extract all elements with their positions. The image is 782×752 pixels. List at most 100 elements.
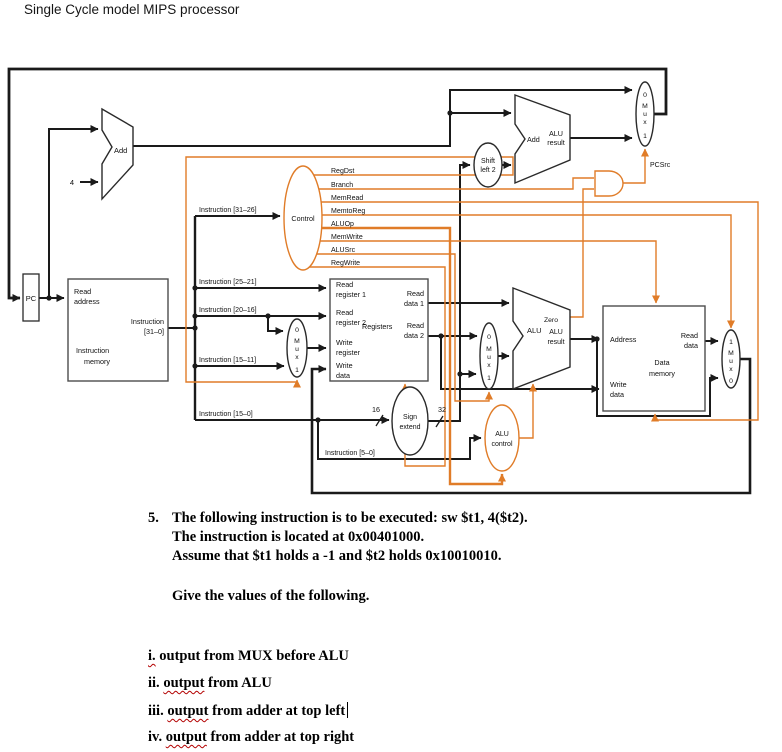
item-i-numeral: i. (148, 648, 156, 664)
mux-alusrc-m: M (486, 346, 492, 353)
sign-l2: extend (399, 424, 420, 431)
item-ii-word: output (163, 675, 205, 691)
mux-memtoreg-0: 0 (729, 378, 733, 385)
label-instr-15-11: Instruction [15–11] (199, 357, 256, 364)
dm-name-a: Data (654, 358, 669, 367)
junction-dots (46, 110, 600, 423)
question-line3: Assume that $t1 holds a -1 and $t2 holds… (172, 548, 502, 564)
pc-adder: Add 4 (70, 107, 134, 201)
label-instr-5-0: Instruction [5–0] (325, 450, 375, 457)
mux-pcsrc-1: 1 (643, 133, 647, 140)
shift-l2: left 2 (480, 167, 495, 174)
mux-pcsrc-0: 0 (643, 92, 647, 99)
question-number: 5. (148, 510, 159, 526)
item-ii-numeral: ii. (148, 675, 160, 691)
item-iii-numeral: iii. (148, 703, 164, 719)
label-instr-15-0: Instruction [15–0] (199, 411, 253, 418)
signal-memread: MemRead (331, 195, 363, 202)
im-address: address (74, 297, 100, 306)
mux-regdst-m: M (294, 338, 300, 345)
question-item-i: i. output from MUX before ALU (148, 648, 349, 665)
reg-write-b: register (336, 348, 361, 357)
reg-rdata2-b: data 2 (404, 331, 424, 340)
control-unit: Control (283, 165, 323, 271)
sign-extend: Sign extend 16 32 (372, 386, 446, 456)
dm-name-b: memory (649, 369, 675, 378)
dm-rdata-a: Read (681, 331, 698, 340)
mux-regdst-x: x (295, 354, 299, 361)
pc-label: PC (26, 294, 37, 303)
item-iv-rest: from adder at top right (210, 729, 355, 745)
mux-memtoreg-x: x (729, 366, 733, 373)
control-label: Control (291, 214, 315, 223)
dm-wdata-a: Write (610, 380, 627, 389)
shift-left-2: Shift left 2 (473, 142, 503, 188)
question-item-ii: ii. output from ALU (148, 675, 272, 692)
item-ii-rest: from ALU (208, 675, 272, 691)
mux-regdst-u: u (295, 346, 299, 353)
control-signal-labels: RegDst Branch MemRead MemtoReg ALUOp Mem… (331, 162, 671, 267)
and-gate (594, 170, 624, 197)
signal-aluop: ALUOp (331, 221, 354, 228)
signal-regwrite: RegWrite (331, 260, 360, 267)
reg-read2-b: register 2 (336, 318, 366, 327)
instruction-memory: Read address Instruction [31–0] Instruct… (67, 278, 169, 382)
branch-adder-result: result (547, 138, 565, 147)
text-cursor[interactable] (347, 702, 349, 718)
reg-rdata2-a: Read (407, 321, 424, 330)
mux-pcsrc: 0 M u x 1 (635, 81, 655, 147)
item-i-word: output (159, 648, 201, 664)
mux-memtoreg-u: u (729, 358, 733, 365)
im-name-1: Instruction (76, 346, 109, 355)
signal-pcsrc: PCSrc (650, 162, 671, 169)
alu-control-l2: control (491, 441, 512, 448)
registers-label: Registers (362, 322, 393, 331)
label-instr-25-21: Instruction [25–21] (199, 279, 257, 286)
mux-memtoreg-m: M (728, 350, 734, 357)
alu-result-a: ALU (549, 329, 563, 336)
signal-branch: Branch (331, 182, 353, 189)
mux-memtoreg-1: 1 (729, 339, 733, 346)
pc-register: PC (22, 273, 40, 322)
dm-wdata-b: data (610, 390, 624, 399)
zero-label: Zero (544, 317, 558, 324)
mux-alusrc-1: 1 (487, 375, 491, 382)
im-read: Read (74, 287, 91, 296)
reg-read1-a: Read (336, 280, 353, 289)
mux-pcsrc-x: x (643, 119, 647, 126)
label-instr-20-16: Instruction [20–16] (199, 307, 257, 314)
alu: ALU Zero ALU result (512, 286, 571, 391)
question-prompt: Give the values of the following. (172, 588, 370, 604)
dm-rdata-b: data (684, 341, 698, 350)
item-i-rest: from MUX before ALU (204, 648, 349, 664)
mux-alusrc-0: 0 (487, 334, 491, 341)
reg-read2-a: Read (336, 308, 353, 317)
im-name-2: memory (84, 357, 110, 366)
sign-l1: Sign (403, 414, 417, 421)
question-item-iv: iv. output from adder at top right (148, 729, 354, 746)
signal-regdst: RegDst (331, 168, 354, 175)
question-item-iii: iii. output from adder at top left (148, 702, 349, 720)
mux-memtoreg: 1 M u x 0 (721, 329, 741, 389)
reg-write-a: Write (336, 338, 353, 347)
branch-adder: Add ALU result (514, 94, 571, 185)
mux-pcsrc-m: M (642, 103, 648, 110)
mux-regdst-0: 0 (295, 327, 299, 334)
registers: Read register 1 Read register 2 Write re… (329, 278, 429, 382)
alu-control: ALU control (484, 404, 520, 472)
instruction-field-labels: Instruction [31–26] Instruction [25–21] … (199, 207, 375, 457)
mux-regdst-1: 1 (295, 367, 299, 374)
question-line1: The following instruction is to be execu… (172, 510, 528, 526)
reg-wdata-b: data (336, 371, 350, 380)
item-iii-rest: from adder at top left (212, 703, 346, 719)
reg-read1-b: register 1 (336, 290, 366, 299)
signal-alusrc: ALUSrc (331, 247, 356, 254)
black-wires (7, 67, 752, 495)
signal-memwrite: MemWrite (331, 234, 363, 241)
question-line2: The instruction is located at 0x00401000… (172, 529, 425, 545)
reg-wdata-a: Write (336, 361, 353, 370)
item-iv-numeral: iv. (148, 729, 163, 745)
alu-label: ALU (527, 326, 542, 335)
reg-rdata1-b: data 1 (404, 299, 424, 308)
